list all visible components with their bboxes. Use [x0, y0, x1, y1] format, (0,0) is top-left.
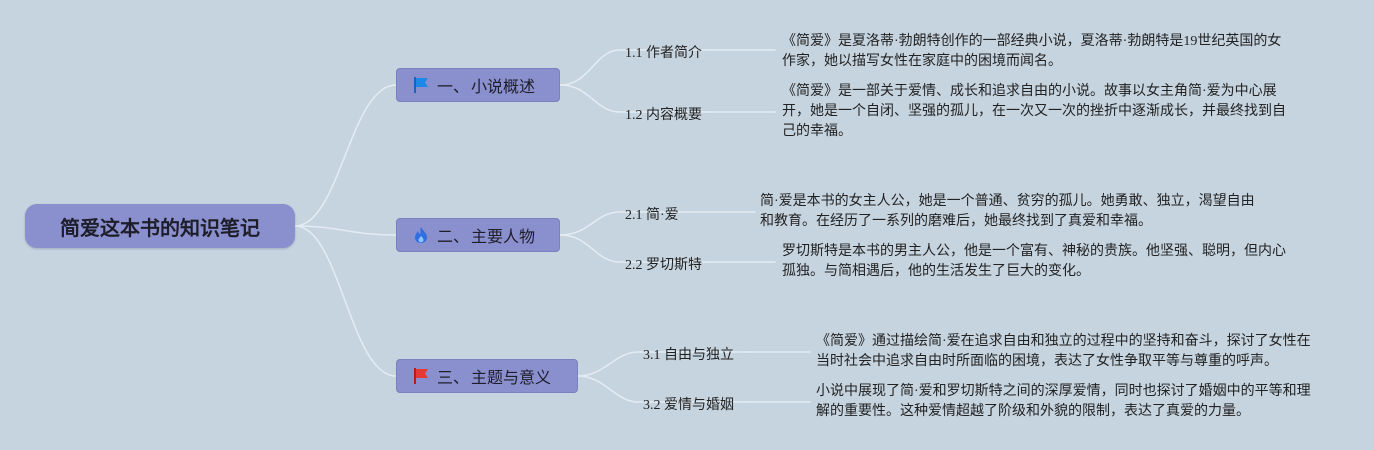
root-title: 简爱这本书的知识笔记 — [60, 215, 260, 240]
connector-root-branch-2 — [294, 225, 397, 236]
desc-plot-summary: 《简爱》是一部关于爱情、成长和追求自由的小说。故事以女主角简·爱为中心展开，她是… — [782, 84, 1286, 139]
branch-number: 二、 — [437, 227, 470, 246]
root-node[interactable]: 简爱这本书的知识笔记 — [25, 204, 295, 248]
branch-node-characters[interactable]: 二、 主要人物 — [396, 218, 560, 252]
red-flag-icon — [411, 366, 431, 386]
branch-node-themes[interactable]: 三、 主题与意义 — [396, 359, 578, 393]
topic-plot-summary[interactable]: 1.2 内容概要 — [625, 108, 702, 123]
topic-love-marriage[interactable]: 3.2 爱情与婚姻 — [643, 398, 734, 413]
branch-node-overview[interactable]: 一、 小说概述 — [396, 68, 560, 102]
branch-label: 主要人物 — [471, 227, 536, 246]
topic-freedom-independence[interactable]: 3.1 自由与独立 — [643, 348, 734, 363]
branch-number: 三、 — [437, 368, 470, 387]
desc-freedom-independence: 《简爱》通过描绘简·爱在追求自由和独立的过程中的坚持和奋斗，探讨了女性在当时社会… — [816, 334, 1311, 369]
topic-jane-eyre[interactable]: 2.1 简·爱 — [625, 208, 679, 223]
topic-rochester[interactable]: 2.2 罗切斯特 — [625, 258, 702, 273]
desc-rochester: 罗切斯特是本书的男主人公，他是一个富有、神秘的贵族。他坚强、聪明，但内心孤独。与… — [782, 244, 1286, 279]
branch-number: 一、 — [437, 77, 470, 96]
branch-label: 主题与意义 — [471, 368, 552, 387]
connector-root-branch-3 — [294, 225, 397, 377]
blue-flag-icon — [411, 75, 431, 95]
desc-jane-eyre: 简·爱是本书的女主人公，她是一个普通、贫穷的孤儿。她勇敢、独立，渴望自由和教育。… — [760, 194, 1255, 229]
branch-label: 小说概述 — [471, 77, 536, 96]
flame-icon — [411, 225, 431, 245]
topic-author-intro[interactable]: 1.1 作者简介 — [625, 46, 702, 61]
desc-love-marriage: 小说中展现了简·爱和罗切斯特之间的深厚爱情，同时也探讨了婚姻中的平等和理解的重要… — [816, 384, 1311, 419]
desc-author-intro: 《简爱》是夏洛蒂·勃朗特创作的一部经典小说，夏洛蒂·勃朗特是19世纪英国的女作家… — [782, 34, 1282, 69]
connector-root-branch-1 — [294, 84, 397, 227]
